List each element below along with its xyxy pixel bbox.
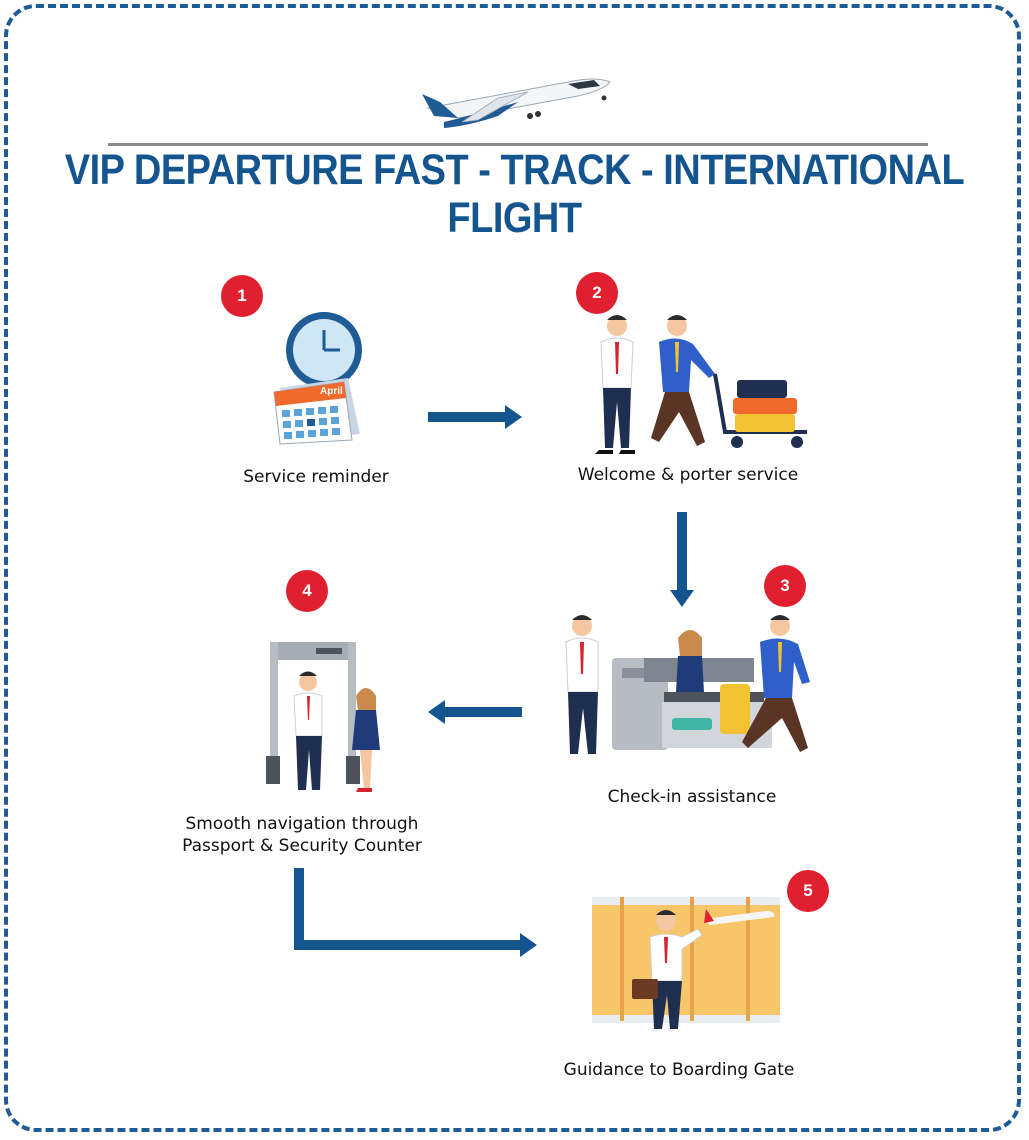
arrow-3-to-4: [428, 700, 522, 724]
step-4-badge: 4: [286, 570, 328, 612]
step-3-badge: 3: [764, 565, 806, 607]
calendar-month-text: April: [320, 386, 343, 397]
boarding-gate-icon: [592, 897, 780, 1029]
step-5-label: Guidance to Boarding Gate: [563, 1060, 795, 1080]
step-2-label: Welcome & porter service: [577, 465, 799, 485]
check-in-counter-icon: [565, 615, 810, 754]
step-2-badge: 2: [576, 272, 618, 314]
page-title: VIP DEPARTURE FAST - TRACK - INTERNATION…: [64, 146, 965, 243]
title-divider: [108, 143, 928, 146]
porter-luggage-icon: [595, 315, 807, 454]
dashed-border: [4, 4, 1021, 1132]
step-1-label: Service reminder: [243, 467, 389, 487]
arrow-4-to-5: [294, 868, 537, 957]
step-5-badge: 5: [787, 870, 829, 912]
arrow-2-to-3: [670, 512, 694, 607]
arrow-1-to-2: [428, 405, 522, 429]
step-3-label: Check-in assistance: [607, 787, 777, 807]
airplane-icon: [422, 78, 611, 128]
step-4-label-line-2: Passport & Security Counter: [182, 836, 422, 856]
security-gate-icon: [266, 642, 380, 792]
step-1-badge: 1: [221, 275, 263, 317]
step-4-label-line-1: Smooth navigation through: [185, 814, 419, 834]
clock-calendar-icon: April: [273, 312, 362, 445]
